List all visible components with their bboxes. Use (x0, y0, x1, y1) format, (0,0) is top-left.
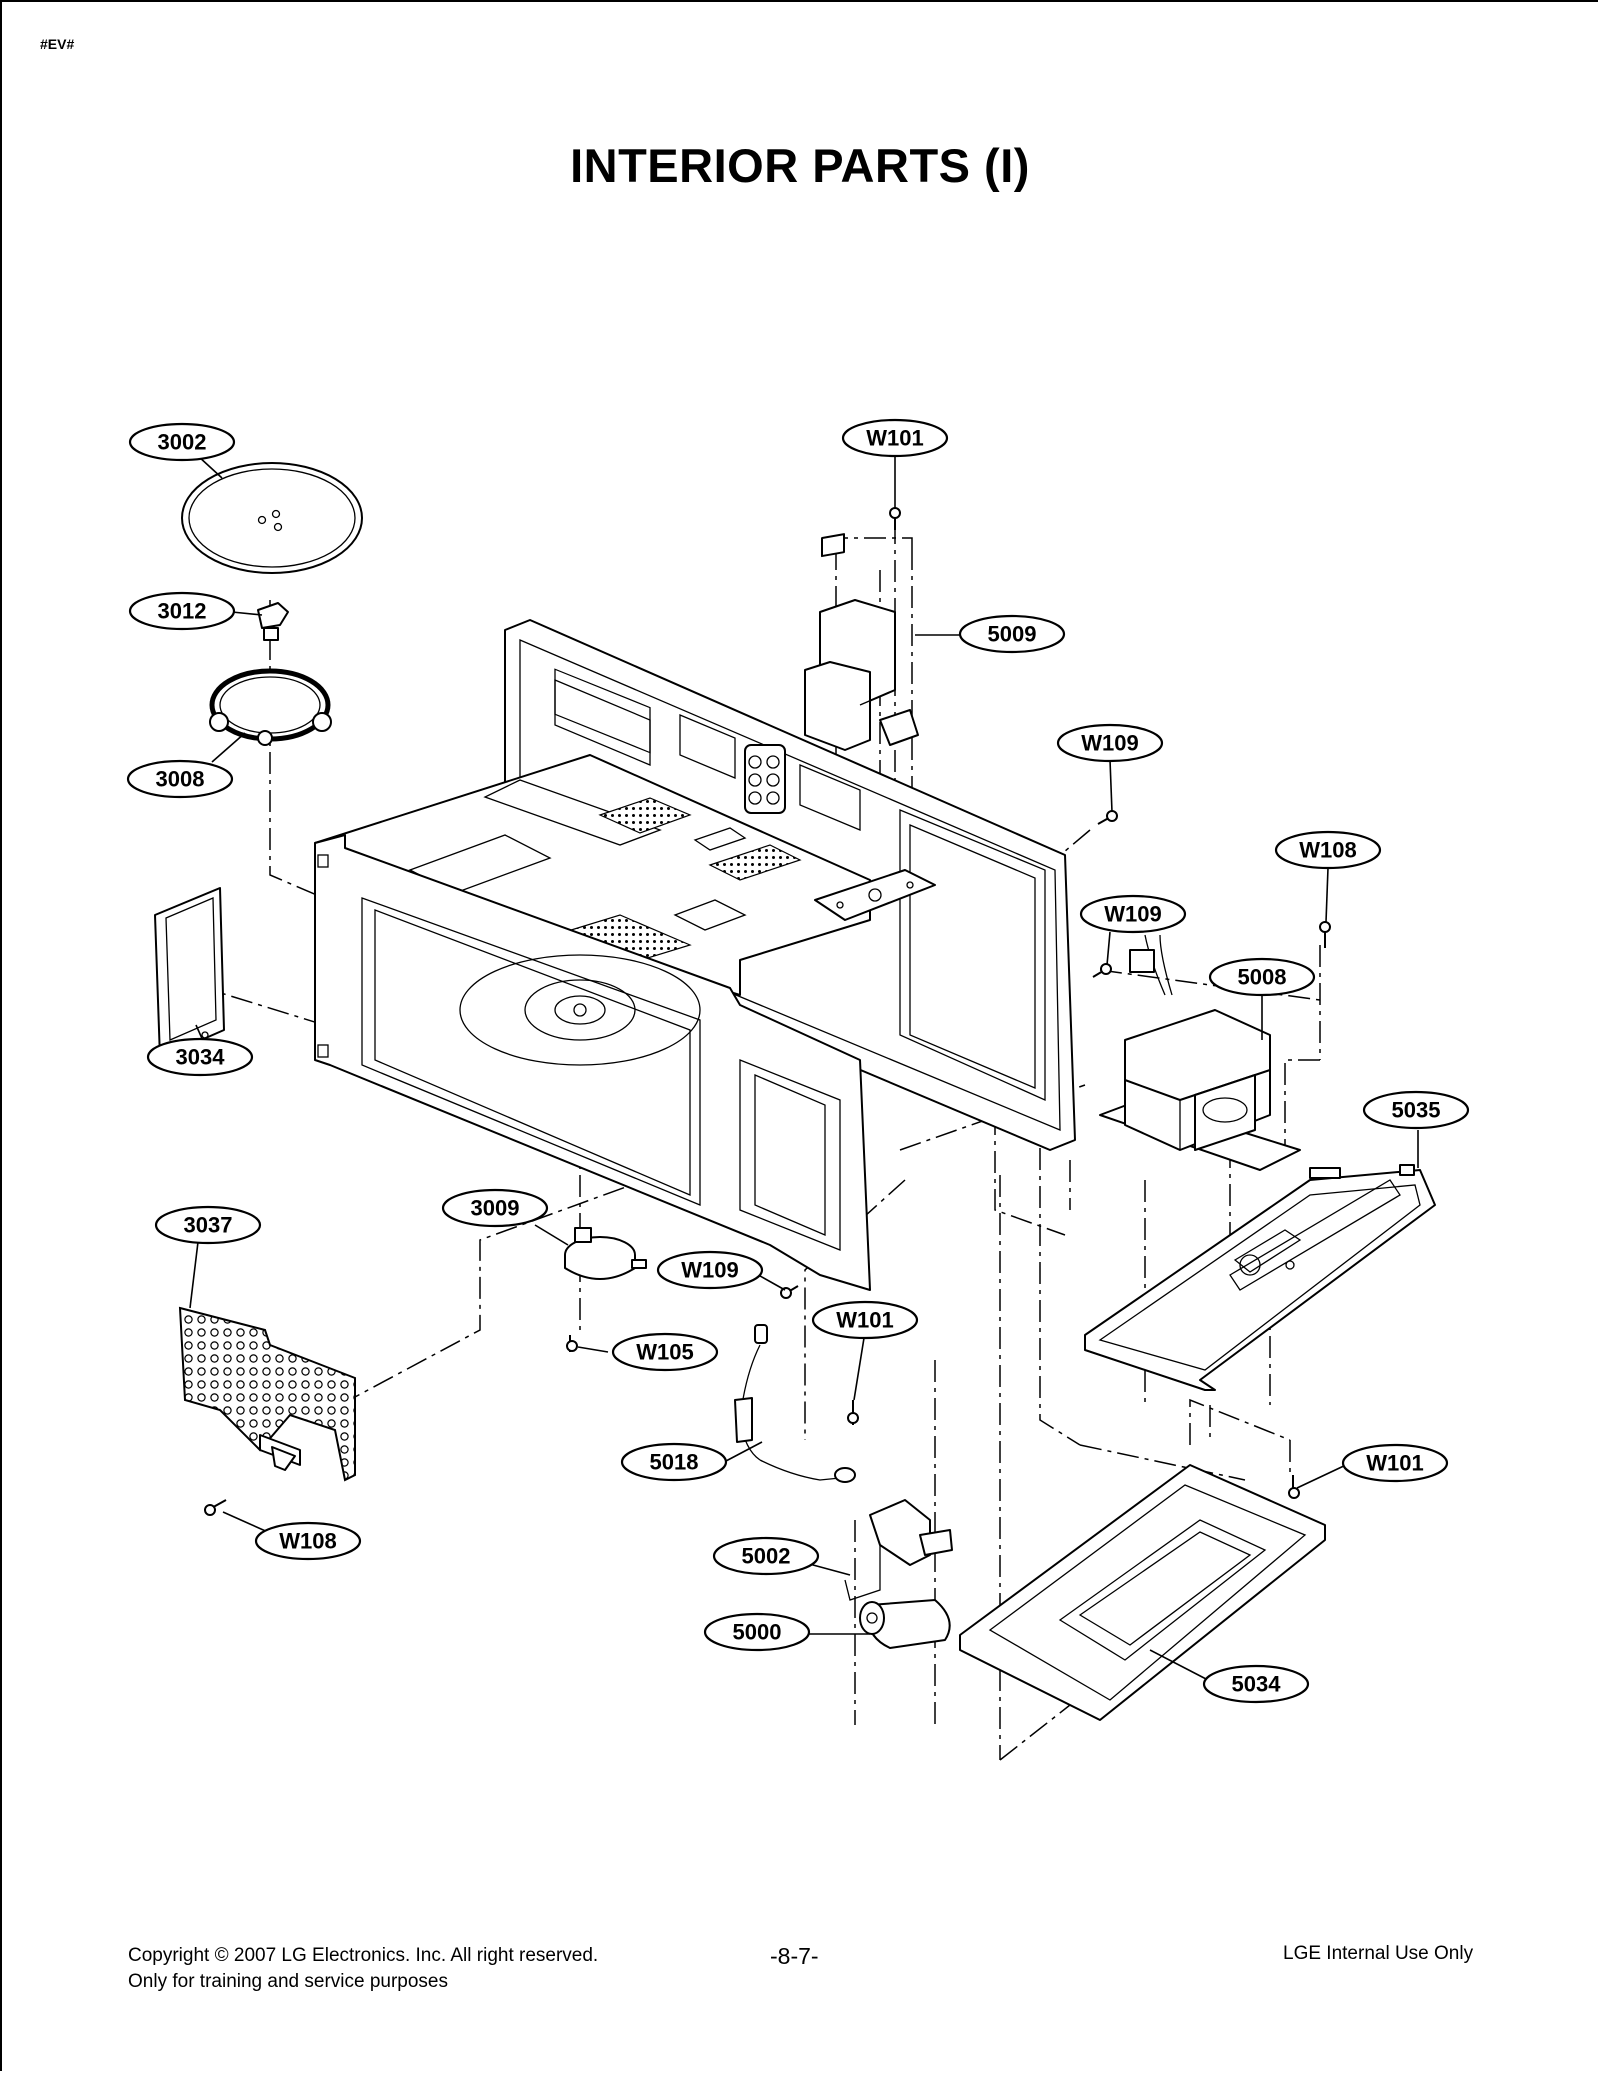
callout-5008-label: 5008 (1238, 965, 1287, 990)
perforated-plate-3037 (178, 1306, 356, 1482)
callout-w109-middle-label: W109 (1104, 902, 1161, 927)
turntable-motor-3009 (564, 1227, 647, 1280)
screw-w101-mid (847, 1400, 859, 1425)
callout-w101-middle-label: W101 (836, 1308, 893, 1333)
callout-3009-label: 3009 (471, 1196, 520, 1221)
screw-w108-right (1319, 921, 1331, 948)
callout-w109-upper-label: W109 (1081, 731, 1138, 756)
callout-w109-bottom-label: W109 (681, 1258, 738, 1283)
callout-w101-middle: W101 (811, 1300, 919, 1340)
callout-w101-top: W101 (841, 418, 949, 458)
callout-5034: 5034 (1202, 1664, 1310, 1704)
footer-copyright: Copyright © 2007 LG Electronics. Inc. Al… (128, 1945, 599, 1966)
callout-3037-label: 3037 (184, 1213, 233, 1238)
callout-3002: 3002 (128, 422, 236, 462)
screws (204, 507, 1331, 1516)
page-title: INTERIOR PARTS (I) (570, 139, 1030, 192)
screw-w101-right (1288, 1475, 1300, 1499)
callout-3008-label: 3008 (156, 767, 205, 792)
callout-5009-label: 5009 (988, 622, 1037, 647)
callout-3009: 3009 (441, 1188, 549, 1228)
callout-3002-label: 3002 (158, 430, 207, 455)
screw-w105 (566, 1335, 578, 1352)
footer-purpose: Only for training and service purposes (128, 1971, 448, 1992)
coupler-3012 (257, 602, 289, 641)
capacitor-5000 (859, 1599, 951, 1649)
callout-w108-right: W108 (1274, 830, 1382, 870)
page-marker: #EV# (40, 36, 75, 52)
callout-w109-bottom: W109 (656, 1250, 764, 1290)
callout-w108-left: W108 (254, 1521, 362, 1561)
callout-w109-middle: W109 (1079, 894, 1187, 934)
callout-w101-right-label: W101 (1366, 1451, 1423, 1476)
callout-5035-label: 5035 (1392, 1098, 1441, 1123)
callout-5018-label: 5018 (650, 1450, 699, 1475)
callout-5000: 5000 (703, 1612, 811, 1652)
callout-5009: 5009 (958, 614, 1066, 654)
callout-5000-label: 5000 (733, 1620, 782, 1645)
cover-plate-5034 (959, 1464, 1326, 1721)
footer-page-number: -8-7- (770, 1943, 819, 1969)
callout-w101-top-label: W101 (866, 426, 923, 451)
bracket-5002 (844, 1499, 953, 1601)
screw-w109-b (1092, 963, 1112, 978)
callout-5002-label: 5002 (742, 1544, 791, 1569)
callout-3037: 3037 (154, 1205, 262, 1245)
footer-left: Copyright © 2007 LG Electronics. Inc. Al… (128, 1943, 598, 1995)
cover-3034 (154, 887, 225, 1059)
glass-tray-3002 (181, 462, 363, 574)
magnetron-5009 (804, 533, 936, 921)
callout-5018: 5018 (620, 1442, 728, 1482)
roller-ring-3008 (209, 668, 332, 746)
callout-3012-label: 3012 (158, 599, 207, 624)
callout-3034-label: 3034 (176, 1045, 226, 1070)
callout-5008: 5008 (1208, 957, 1316, 997)
callout-3012: 3012 (128, 591, 236, 631)
fuse-cable-5018 (734, 1324, 856, 1483)
callout-5034-label: 5034 (1232, 1672, 1282, 1697)
callout-w105-label: W105 (636, 1340, 693, 1365)
oven-cavity-frame (314, 619, 1076, 1291)
control-holes (744, 744, 786, 814)
callout-w105: W105 (611, 1332, 719, 1372)
callout-w108-left-label: W108 (279, 1529, 336, 1554)
callout-w109-upper: W109 (1056, 723, 1164, 763)
callout-w108-right-label: W108 (1299, 838, 1356, 863)
screw-w108-left (204, 1499, 227, 1516)
callout-5035: 5035 (1362, 1090, 1470, 1130)
screw-w101-top (889, 507, 901, 530)
callout-3008: 3008 (126, 759, 234, 799)
base-plate-5035 (1084, 1164, 1436, 1391)
transformer-5008 (1099, 934, 1301, 1171)
screw-w109-c (780, 1285, 799, 1299)
footer-notice: LGE Internal Use Only (1283, 1943, 1474, 1964)
screw-w109-a (1097, 810, 1118, 825)
callout-3034: 3034 (146, 1037, 254, 1077)
callout-w101-right: W101 (1341, 1443, 1449, 1483)
callout-5002: 5002 (712, 1536, 820, 1576)
